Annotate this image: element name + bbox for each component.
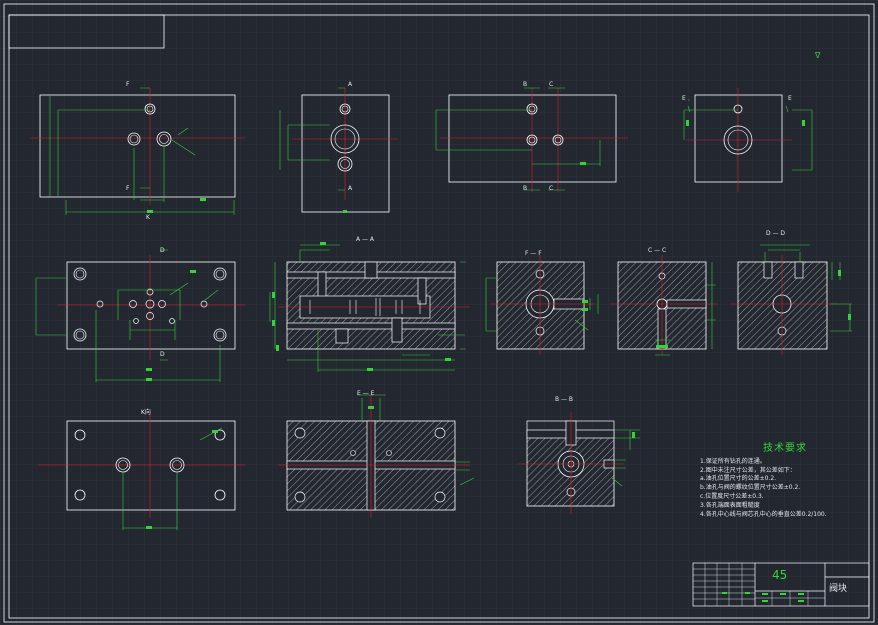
view-label-e-left: E (682, 95, 686, 102)
view-label-f-top: F (126, 81, 130, 88)
view-label-d-top: D (160, 247, 165, 254)
requirement-line: 1.保证所有钻孔的连通。 (700, 457, 766, 465)
view-top-bc (435, 87, 628, 192)
view-top-e (683, 88, 813, 192)
section-title-aa: A — A (356, 236, 375, 243)
view-label-b-bottom: B (523, 185, 528, 192)
part-name: 阀块 (829, 584, 848, 594)
requirement-line: b.油孔与阀的螺纹位置尺寸公差±0.2. (700, 484, 801, 492)
roughness-symbol-top: ∇ (814, 51, 821, 60)
section-title-ff: F — F (525, 250, 542, 257)
view-middle-left (35, 249, 245, 382)
section-e-e (278, 394, 475, 518)
title-block-marks (722, 592, 804, 602)
section-f-f (485, 255, 599, 355)
title-block (692, 562, 870, 607)
technical-requirements: 技术要求 1.保证所有钻孔的连通。 2.图中未注尺寸公差，其公差如下： a.油孔… (700, 443, 870, 519)
requirement-line: 2.图中未注尺寸公差，其公差如下： (700, 466, 796, 474)
requirement-line: c.位置度尺寸公差±0.3. (700, 492, 764, 500)
view-label-c-top: C (549, 81, 554, 88)
section-c-c (610, 255, 718, 356)
view-label-k: K (146, 214, 150, 221)
section-a-a (269, 242, 470, 372)
requirement-line: a.油孔位置尺寸的公差±0.2. (700, 475, 777, 483)
section-title-cc: C — C (648, 247, 667, 254)
view-label-e-right: E (788, 95, 792, 102)
view-top-a (279, 87, 398, 213)
section-d-d (730, 244, 852, 355)
part-number: 45 (772, 568, 788, 582)
view-label-d-bottom: D (160, 351, 165, 358)
view-label-b-top: B (523, 81, 528, 88)
view-label-a-top: A (348, 81, 353, 88)
requirement-line: 4.各孔中心线与阀芯孔中心的垂直公差0.2/100. (700, 510, 827, 518)
section-b-b (518, 412, 640, 514)
view-label-c-bottom: C (549, 185, 554, 192)
view-label-f-bottom: F (126, 185, 130, 192)
technical-requirements-title: 技术要求 (763, 443, 807, 454)
view-top-left (30, 87, 245, 215)
view-k (38, 412, 245, 530)
sheet-border (3, 3, 875, 623)
view-title-k: K向 (141, 409, 151, 416)
section-title-ee: E — E (357, 390, 375, 397)
requirement-line: 3.各孔端面表面粗糙度 (700, 501, 760, 509)
section-title-bb: B — B (555, 396, 574, 403)
section-title-dd: D — D (766, 230, 786, 237)
view-label-a-bottom: A (348, 185, 353, 192)
